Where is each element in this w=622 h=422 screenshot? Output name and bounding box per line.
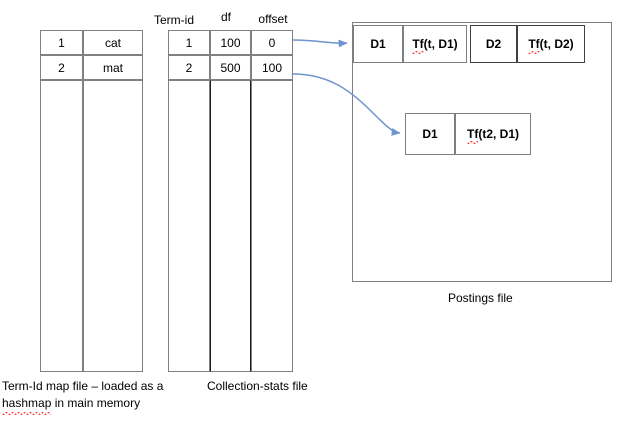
posting-doc-id: D1 xyxy=(353,25,403,63)
term-id-map-cell-term: mat xyxy=(83,55,143,80)
collection-stats-cell-df: 500 xyxy=(210,55,251,80)
term-id-map-cell-id: 2 xyxy=(40,55,83,80)
term-id-map-cell-id xyxy=(40,80,83,372)
posting-doc-id: D1 xyxy=(405,113,455,155)
collection-stats-cell-term-id xyxy=(168,80,210,372)
collection-stats-cell-term-id: 2 xyxy=(168,55,210,80)
term-id-map-cell-term xyxy=(83,80,143,372)
term-id-map-caption-hashmap: hashmap xyxy=(2,396,52,415)
term-id-map-caption-line2-rest: in main memory xyxy=(51,396,141,410)
arrow-offset-0-to-posting-list-1 xyxy=(292,39,348,48)
posting-tf-rest: (t, D2) xyxy=(539,37,574,51)
collection-stats-caption: Collection-stats file xyxy=(207,379,308,393)
postings-file-caption: Postings file xyxy=(448,291,513,305)
posting-tf-prefix: Tf xyxy=(467,127,479,144)
collection-stats-cell-term-id: 1 xyxy=(168,30,210,55)
posting-tf: Tf(t, D2) xyxy=(517,25,585,63)
collection-stats-header-df: df xyxy=(220,10,231,24)
term-id-map-cell-term: cat xyxy=(83,30,143,55)
collection-stats-cell-offset: 0 xyxy=(251,30,293,55)
term-id-map-caption-line1: Term-Id map file – loaded as a xyxy=(2,379,164,393)
collection-stats-cell-offset xyxy=(251,80,293,372)
term-id-map-cell-id: 1 xyxy=(40,30,83,55)
posting-tf-prefix: Tf xyxy=(528,37,540,54)
collection-stats-cell-df xyxy=(210,80,251,372)
posting-tf-rest: (t, D1) xyxy=(423,37,458,51)
collection-stats-cell-offset: 100 xyxy=(251,55,293,80)
term-id-map-caption: Term-Id map file – loaded as a hashmap in… xyxy=(2,378,202,415)
collection-stats-cell-df: 100 xyxy=(210,30,251,55)
posting-tf-rest: (t2, D1) xyxy=(478,127,519,141)
posting-tf: Tf(t, D1) xyxy=(403,25,467,63)
collection-stats-header-offset: offset xyxy=(258,12,288,26)
posting-tf: Tf(t2, D1) xyxy=(455,113,531,155)
posting-doc-id: D2 xyxy=(470,25,517,63)
collection-stats-header-term-id: Term-id xyxy=(153,13,194,27)
posting-tf-prefix: Tf xyxy=(412,37,424,54)
